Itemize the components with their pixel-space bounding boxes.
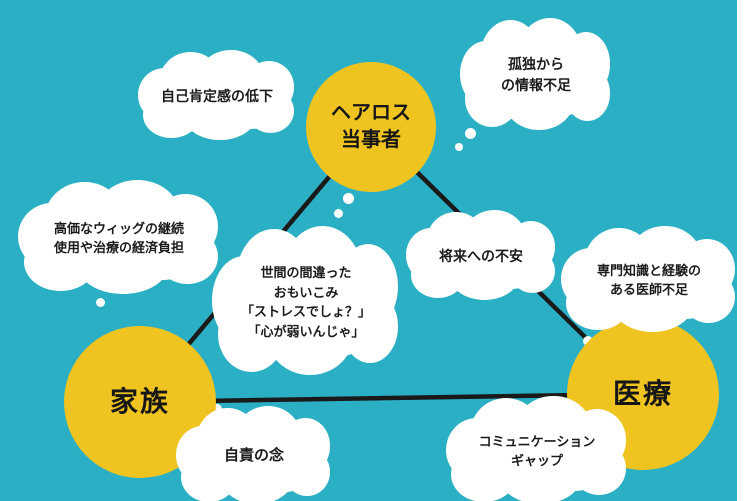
thought-bubble-self-blame: 自責の念 <box>176 406 332 501</box>
thought-bubble-text: コミュニケーション ギャップ <box>478 433 596 469</box>
thought-bubble-communication-gap: コミュニケーション ギャップ <box>446 396 628 501</box>
cloud-body <box>190 426 318 492</box>
node-hairloss-person: ヘアロス 当事者 <box>306 62 436 192</box>
thought-bubble-text: 世間の間違った おもいこみ 「ストレスでしょ？」 「心が弱いんじゃ」 <box>240 265 371 339</box>
cloud-body <box>152 68 282 130</box>
thought-tail-dot <box>96 298 105 307</box>
thought-tail-dot <box>334 209 343 218</box>
thought-tail-dot <box>465 128 476 139</box>
cloud-body <box>576 247 722 319</box>
cloud-body <box>419 228 543 290</box>
thought-bubble-wig-cost: 高価なウィッグの継続 使用や治療の経済負担 <box>18 180 220 296</box>
thought-bubble-text: 孤独から の情報不足 <box>501 56 571 93</box>
thought-tail-dot <box>455 143 463 151</box>
cloud-body <box>473 40 599 117</box>
cloud-body <box>36 203 202 280</box>
thought-bubble-doctor-shortage: 専門知識と経験の ある医師不足 <box>561 226 737 334</box>
node-family: 家族 <box>64 326 216 478</box>
node-hairloss-person-label: ヘアロス 当事者 <box>331 102 411 151</box>
node-family-label: 家族 <box>109 386 170 418</box>
thought-bubble-isolation-info: 孤独から の情報不足 <box>460 18 612 132</box>
thought-bubble-misconception: 世間の間違った おもいこみ 「ストレスでしょ？」 「心が弱いんじゃ」 <box>212 226 400 378</box>
cloud-body <box>228 256 384 357</box>
thought-bubble-self-esteem: 自己肯定感の低下 <box>138 50 296 142</box>
thought-bubble-text: 自責の念 <box>223 446 284 464</box>
thought-bubble-text: 将来への不安 <box>439 247 523 264</box>
connector-line-family-medical <box>139 391 644 405</box>
cloud-body <box>462 418 612 491</box>
thought-bubble-text: 自己肯定感の低下 <box>161 87 273 104</box>
thought-bubble-future-anxiety: 将来への不安 <box>406 210 556 302</box>
thought-bubble-text: 専門知識と経験の ある医師不足 <box>596 262 701 298</box>
thought-bubble-text: 高価なウィッグの継続 使用や治療の経済負担 <box>53 220 184 256</box>
thought-tail-dot <box>343 193 354 204</box>
node-medical-label: 医療 <box>612 378 673 410</box>
